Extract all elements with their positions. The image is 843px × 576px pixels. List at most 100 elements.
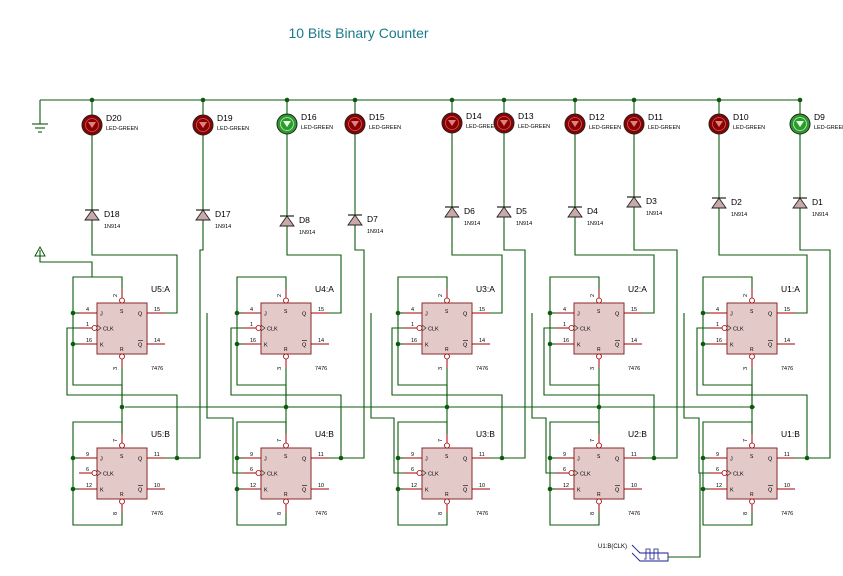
pin-number: 14 xyxy=(784,338,790,344)
inversion-bubble xyxy=(119,353,125,360)
pin-letter: J xyxy=(425,312,428,318)
clock-edge-icon xyxy=(726,469,732,477)
pin-letter: R xyxy=(445,492,449,498)
clock-chain-wire xyxy=(391,327,503,458)
inversion-bubble xyxy=(568,325,575,331)
chip-type-label: 7476 xyxy=(628,366,640,372)
pin-number: 7 xyxy=(743,439,749,442)
led-lens xyxy=(445,116,459,130)
led-label: D15 xyxy=(369,112,385,122)
led-label: D10 xyxy=(733,112,749,122)
jk-loop xyxy=(702,276,753,313)
jk-loop xyxy=(397,344,448,407)
led-arrow-icon xyxy=(715,121,723,127)
chip-name-label: U2:A xyxy=(628,284,647,294)
pin-number: 2 xyxy=(277,294,283,297)
led-arrow-icon xyxy=(199,122,207,128)
pin-number: 4 xyxy=(411,307,414,313)
pin-letter: J xyxy=(425,457,428,463)
q-output-wire xyxy=(451,217,503,314)
jk-loop xyxy=(72,344,123,407)
pin-letter: S xyxy=(445,309,449,315)
pin-letter: CLK xyxy=(428,472,439,478)
led-lens xyxy=(568,117,582,131)
led-lens xyxy=(497,116,511,130)
pin-letter: K xyxy=(264,343,268,349)
pin-number: 11 xyxy=(154,452,160,458)
pin-number: 1 xyxy=(250,322,253,328)
inversion-bubble xyxy=(283,297,289,304)
pin-letter: J xyxy=(730,457,733,463)
pin-number: 6 xyxy=(411,467,414,473)
jk-loop xyxy=(702,489,753,526)
diode-label: D4 xyxy=(587,206,598,216)
inversion-bubble xyxy=(749,353,755,360)
pin-letter: R xyxy=(284,347,288,353)
inversion-bubble xyxy=(416,470,423,476)
pin-letter: Q xyxy=(302,343,307,349)
pin-letter: Q xyxy=(463,457,468,463)
pin-number: 6 xyxy=(716,467,719,473)
clock-edge-icon xyxy=(260,324,266,332)
pin-letter: J xyxy=(100,312,103,318)
q-output-wire xyxy=(490,217,526,459)
led-type-label: LED-GREEN xyxy=(648,125,680,131)
wiring xyxy=(32,97,831,558)
pin-letter: R xyxy=(284,492,288,498)
led-type-label: LED-GREEN xyxy=(217,126,249,132)
inversion-bubble xyxy=(444,297,450,304)
pin-letter: S xyxy=(120,309,124,315)
inversion-bubble xyxy=(596,442,602,449)
pin-number: 8 xyxy=(590,512,596,515)
pin-letter: K xyxy=(730,343,734,349)
pin-letter: R xyxy=(750,347,754,353)
pin-number: 3 xyxy=(277,367,283,370)
pin-letter: S xyxy=(284,309,288,315)
led-arrow-icon xyxy=(571,121,579,127)
led-arrow-icon xyxy=(283,121,291,127)
diode-type-label: 1N914 xyxy=(464,221,480,227)
chip-body xyxy=(573,447,625,500)
clock-label: U1:B(CLK) xyxy=(598,544,627,550)
pin-letter: K xyxy=(100,488,104,494)
pin-letter: Q xyxy=(768,457,773,463)
jk-loop xyxy=(72,421,123,458)
jk-loop xyxy=(549,421,600,458)
pin-letter: R xyxy=(445,347,449,353)
pin-number: 6 xyxy=(86,467,89,473)
diode-label: D3 xyxy=(646,196,657,206)
chip-type-label: 7476 xyxy=(315,511,327,517)
diode-body xyxy=(792,197,808,209)
diode-type-label: 1N914 xyxy=(587,221,603,227)
clock-chain-wire xyxy=(543,327,655,458)
led-arrow-icon xyxy=(448,120,456,126)
pin-letter: K xyxy=(100,343,104,349)
schematic-title: 10 Bits Binary Counter xyxy=(288,25,429,41)
diode-body xyxy=(444,206,460,218)
pin-number: 8 xyxy=(438,512,444,515)
led-label: D11 xyxy=(648,112,663,122)
q-output-wire xyxy=(286,226,342,314)
pin-number: 9 xyxy=(411,452,414,458)
diode-type-label: 1N914 xyxy=(215,224,231,230)
chip-body xyxy=(260,302,312,355)
inversion-bubble xyxy=(444,498,450,505)
led-label: D16 xyxy=(301,112,317,122)
led-lens xyxy=(348,117,362,131)
pin-letter: Q xyxy=(615,488,620,494)
pin-number: 3 xyxy=(590,367,596,370)
pin-letter: K xyxy=(577,488,581,494)
pin-letter: CLK xyxy=(428,327,439,333)
inversion-bubble xyxy=(119,442,125,449)
pin-number: 8 xyxy=(113,512,119,515)
pin-number: 12 xyxy=(86,483,92,489)
chip-type-label: 7476 xyxy=(476,511,488,517)
